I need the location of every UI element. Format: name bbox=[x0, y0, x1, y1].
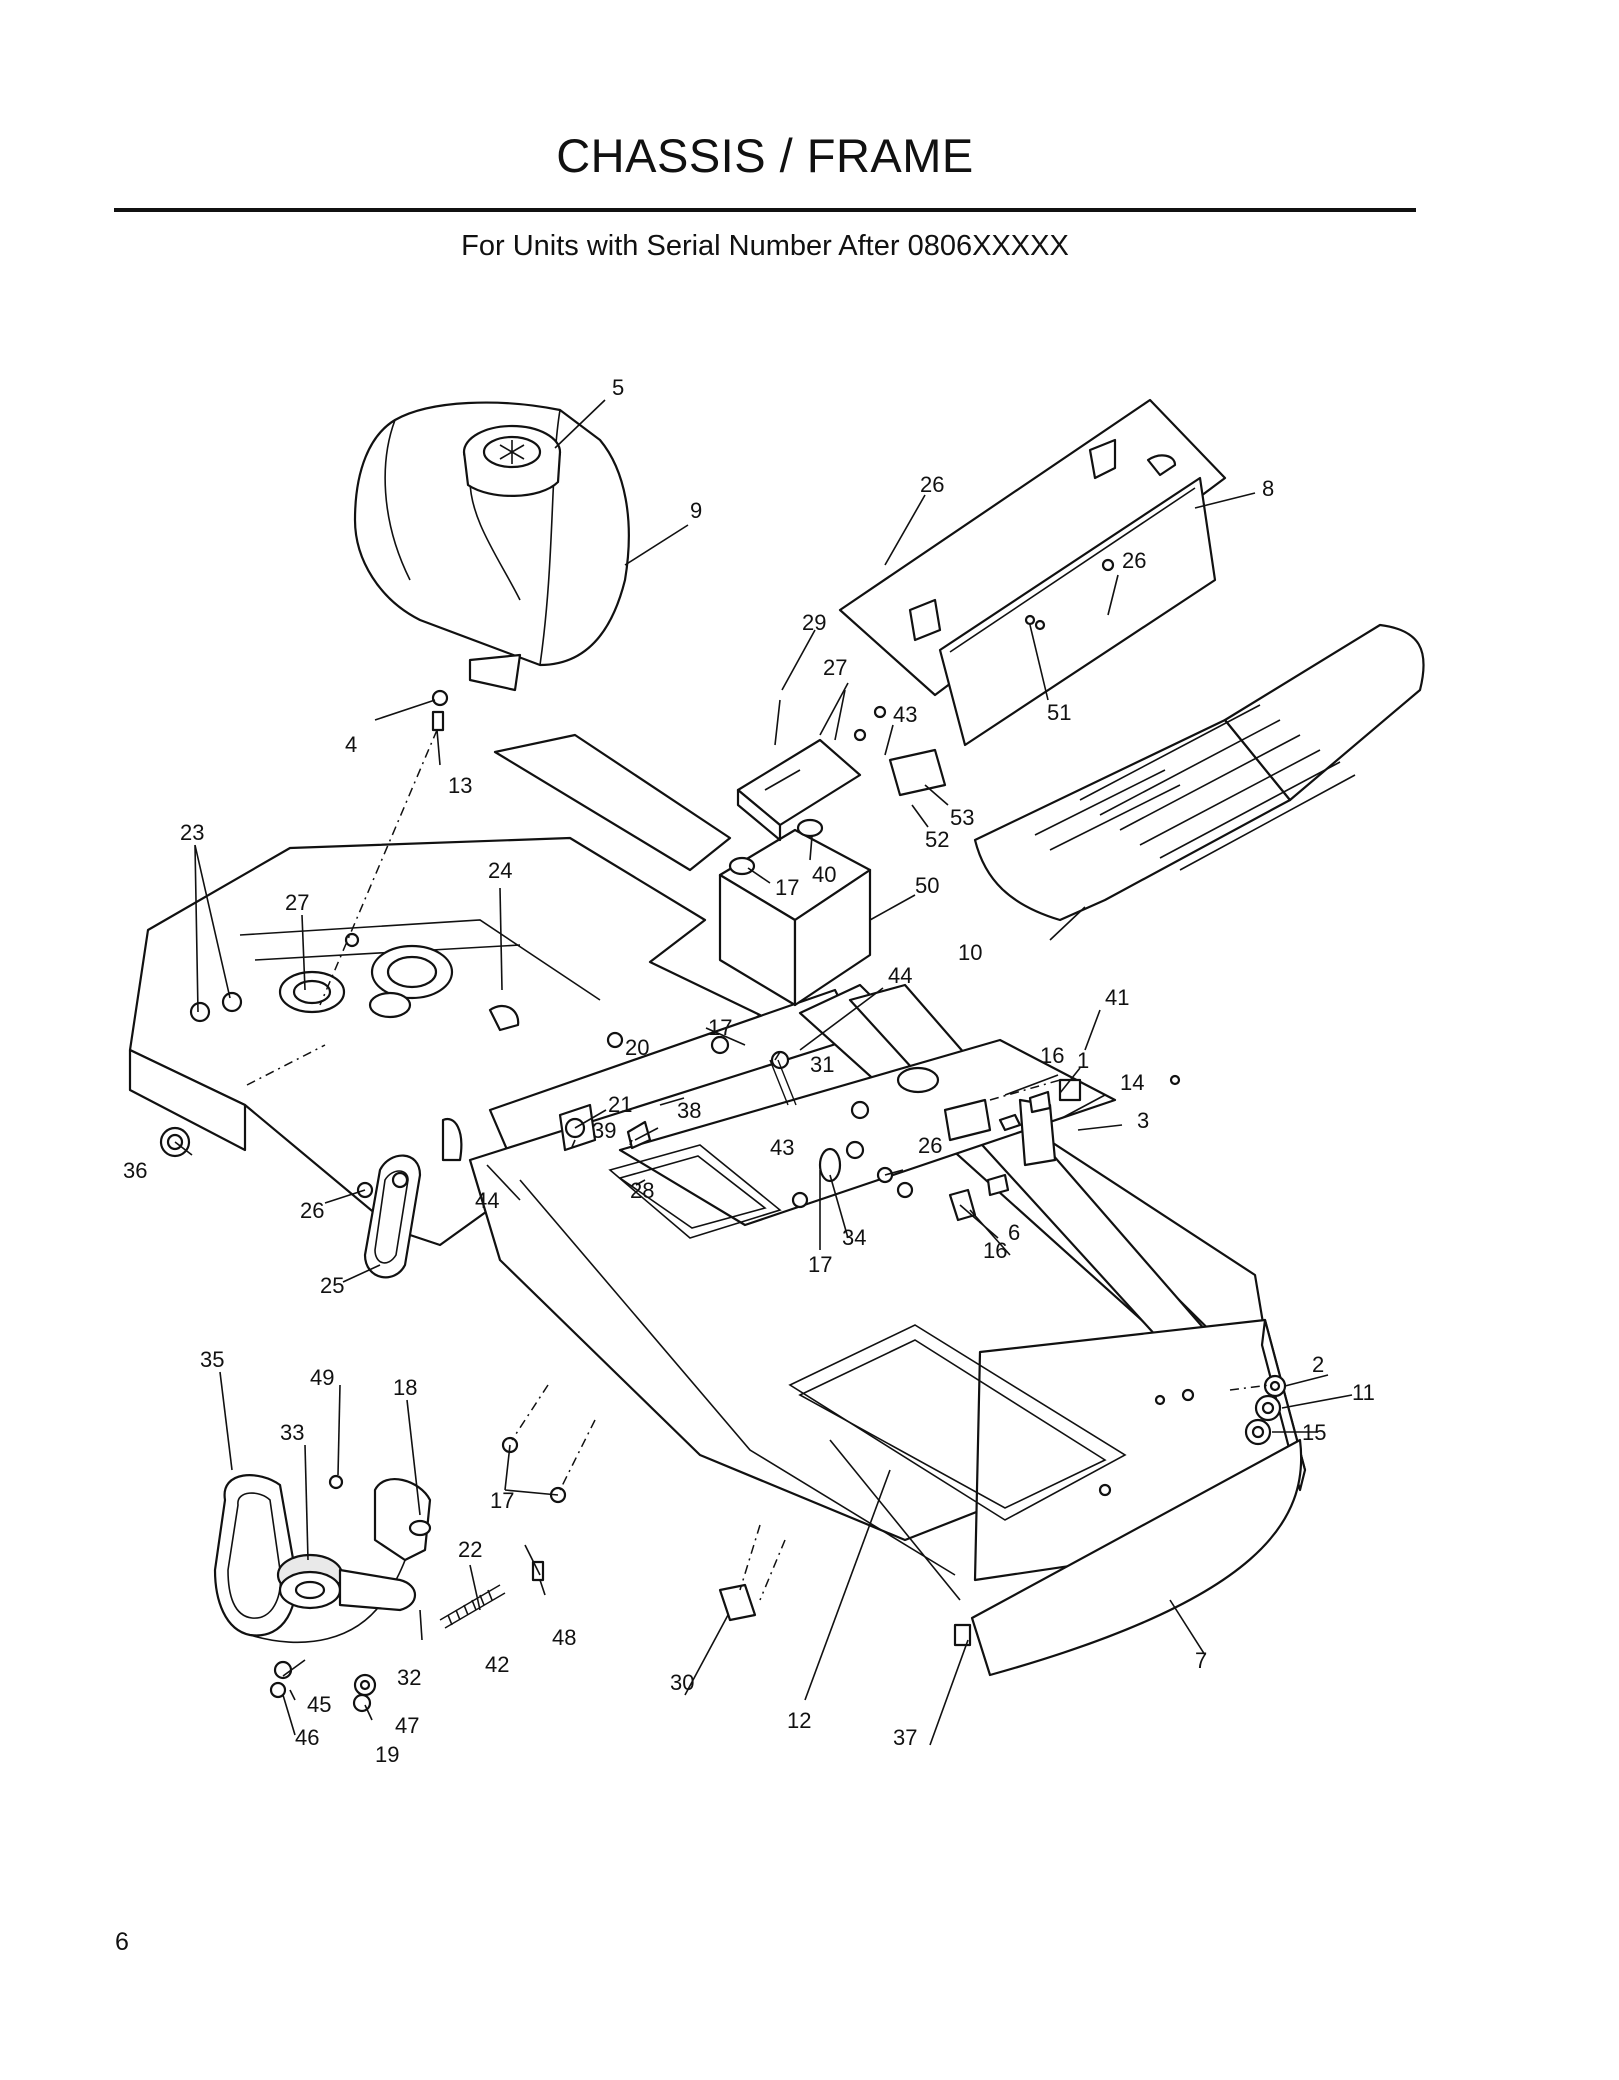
callout-5: 5 bbox=[612, 375, 624, 400]
callout-18: 18 bbox=[393, 1375, 417, 1400]
callout-3: 3 bbox=[1137, 1108, 1149, 1133]
page-number: 6 bbox=[115, 1928, 129, 1956]
callout-42: 42 bbox=[485, 1652, 509, 1677]
fuel-tank bbox=[353, 401, 630, 692]
footrest bbox=[973, 623, 1425, 922]
control-panel bbox=[838, 398, 1227, 747]
callout-46: 46 bbox=[295, 1725, 319, 1750]
callout-16: 16 bbox=[983, 1238, 1007, 1263]
hardware-parts bbox=[159, 558, 1287, 1713]
callout-14: 14 bbox=[1120, 1070, 1144, 1095]
callout-13: 13 bbox=[448, 773, 472, 798]
callout-39: 39 bbox=[592, 1118, 616, 1143]
callout-21: 21 bbox=[608, 1092, 632, 1117]
callout-27: 27 bbox=[823, 655, 847, 680]
callout-41: 41 bbox=[1105, 985, 1129, 1010]
callout-37: 37 bbox=[893, 1725, 917, 1750]
callout-19: 19 bbox=[375, 1742, 399, 1767]
callout-26: 26 bbox=[918, 1133, 942, 1158]
callout-17: 17 bbox=[490, 1488, 514, 1513]
page-subtitle: For Units with Serial Number After 0806X… bbox=[461, 230, 1069, 262]
callout-53: 53 bbox=[950, 805, 974, 830]
callout-17: 17 bbox=[708, 1015, 732, 1040]
callout-31: 31 bbox=[810, 1052, 834, 1077]
callout-20: 20 bbox=[625, 1035, 649, 1060]
callout-9: 9 bbox=[690, 498, 702, 523]
centerlines bbox=[246, 729, 1271, 1601]
callout-48: 48 bbox=[552, 1625, 576, 1650]
callout-44: 44 bbox=[888, 963, 912, 988]
callout-26: 26 bbox=[300, 1198, 324, 1223]
callout-24: 24 bbox=[488, 858, 512, 883]
title-rule bbox=[114, 208, 1416, 212]
callout-30: 30 bbox=[670, 1670, 694, 1695]
callout-1: 1 bbox=[1077, 1048, 1089, 1073]
leader-lines bbox=[174, 399, 1353, 1746]
callout-7: 7 bbox=[1195, 1648, 1207, 1673]
callout-38: 38 bbox=[677, 1098, 701, 1123]
callout-43: 43 bbox=[893, 702, 917, 727]
callout-44: 44 bbox=[475, 1188, 499, 1213]
callout-23: 23 bbox=[180, 820, 204, 845]
callout-29: 29 bbox=[802, 610, 826, 635]
battery-box bbox=[718, 818, 872, 1007]
callout-16: 16 bbox=[1040, 1043, 1064, 1068]
callout-2: 2 bbox=[1312, 1352, 1324, 1377]
callout-40: 40 bbox=[812, 862, 836, 887]
callout-45: 45 bbox=[307, 1692, 331, 1717]
callout-25: 25 bbox=[320, 1273, 344, 1298]
callout-52: 52 bbox=[925, 827, 949, 852]
callout-34: 34 bbox=[842, 1225, 866, 1250]
callout-49: 49 bbox=[310, 1365, 334, 1390]
callout-33: 33 bbox=[280, 1420, 304, 1445]
callout-28: 28 bbox=[630, 1178, 654, 1203]
frame-holes bbox=[189, 932, 1195, 1497]
callout-51: 51 bbox=[1047, 700, 1071, 725]
callout-labels: 5 9 26 8 26 29 27 43 51 53 52 4 13 23 24… bbox=[123, 375, 1375, 1767]
callout-50: 50 bbox=[915, 873, 939, 898]
callout-32: 32 bbox=[397, 1665, 421, 1690]
callout-17: 17 bbox=[808, 1252, 832, 1277]
callout-26: 26 bbox=[1122, 548, 1146, 573]
callout-22: 22 bbox=[458, 1537, 482, 1562]
callout-17: 17 bbox=[775, 875, 799, 900]
callout-4: 4 bbox=[345, 732, 357, 757]
callout-27: 27 bbox=[285, 890, 309, 915]
callout-10: 10 bbox=[958, 940, 982, 965]
callout-43: 43 bbox=[770, 1135, 794, 1160]
page-title: CHASSIS / FRAME bbox=[556, 129, 974, 182]
callout-12: 12 bbox=[787, 1708, 811, 1733]
callout-35: 35 bbox=[200, 1347, 224, 1372]
callout-36: 36 bbox=[123, 1158, 147, 1183]
callout-8: 8 bbox=[1262, 476, 1274, 501]
callout-6: 6 bbox=[1008, 1220, 1020, 1245]
callout-47: 47 bbox=[395, 1713, 419, 1738]
belt-assembly bbox=[213, 1474, 545, 1644]
module-assembly bbox=[736, 689, 947, 842]
callout-15: 15 bbox=[1302, 1420, 1326, 1445]
callout-11: 11 bbox=[1352, 1380, 1375, 1405]
callout-26: 26 bbox=[920, 472, 944, 497]
